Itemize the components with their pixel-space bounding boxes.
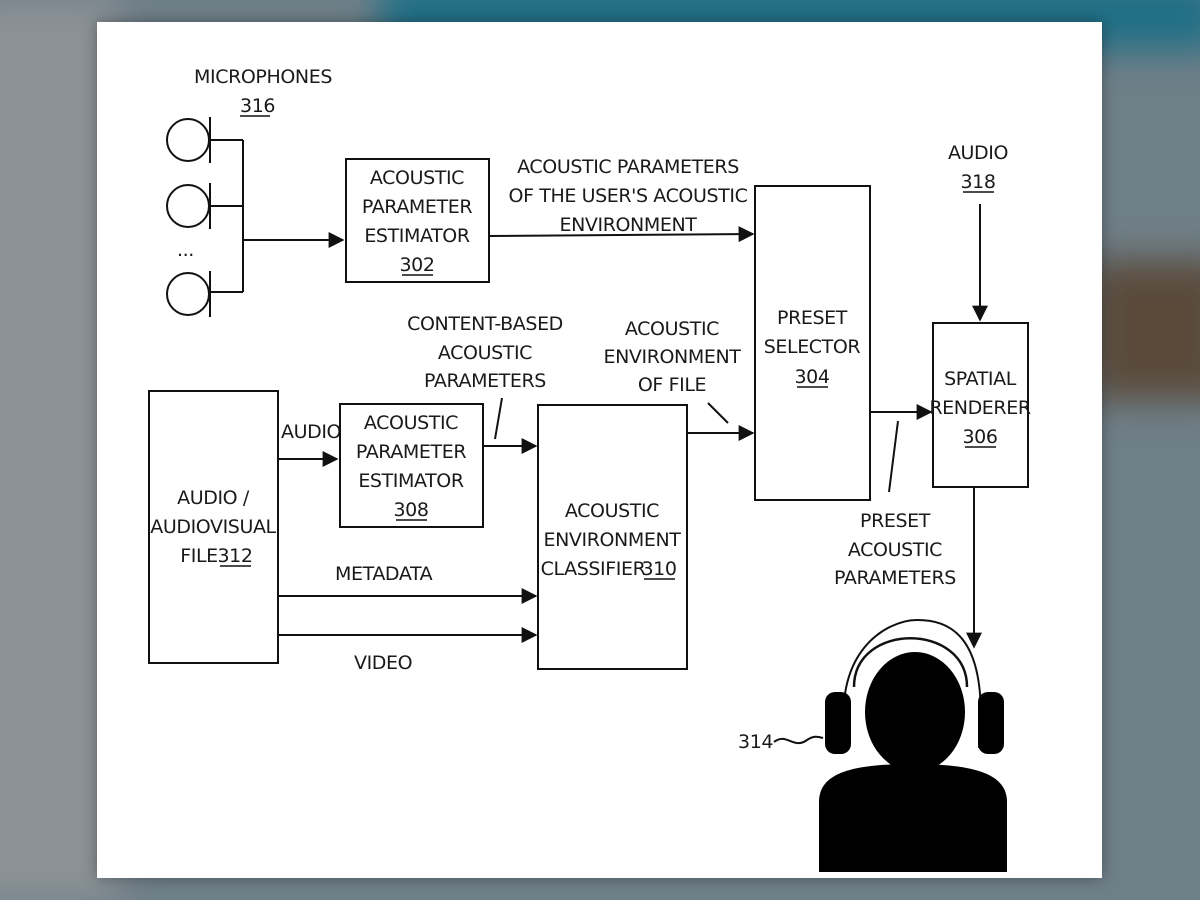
svg-text:OF FILE: OF FILE bbox=[638, 374, 706, 396]
classifier-ref: 310 bbox=[641, 558, 676, 580]
svg-text:OF THE USER'S ACOUSTIC: OF THE USER'S ACOUSTIC bbox=[509, 185, 748, 207]
svg-text:ACOUSTIC PARAMETERS: ACOUSTIC PARAMETERS bbox=[517, 156, 739, 178]
metadata-label: METADATA bbox=[335, 563, 433, 585]
microphones-label: MICROPHONES bbox=[194, 66, 332, 88]
acoustic-environment-of-file-label: ACOUSTIC ENVIRONMENT OF FILE bbox=[603, 318, 741, 396]
svg-text:PARAMETERS: PARAMETERS bbox=[834, 567, 956, 589]
microphones-group: MICROPHONES 316 ... bbox=[166, 66, 345, 317]
audio-318-ref: 318 bbox=[960, 171, 995, 193]
spatial-renderer-ref: 306 bbox=[962, 426, 997, 448]
preset-selector-line2: SELECTOR bbox=[764, 336, 861, 358]
microphones-ref: 316 bbox=[240, 95, 275, 117]
block-diagram: MICROPHONES 316 ... ACOUSTIC PARAMETER E… bbox=[148, 66, 1031, 872]
av-file-ref: 312 bbox=[217, 545, 252, 567]
svg-text:CONTENT-BASED: CONTENT-BASED bbox=[407, 313, 563, 335]
estimator-302-line3: ESTIMATOR bbox=[364, 225, 470, 247]
estimator-308-line1: ACOUSTIC bbox=[364, 412, 458, 434]
classifier-line1: ACOUSTIC bbox=[565, 500, 659, 522]
audio-318-input: AUDIO 318 bbox=[948, 142, 1008, 322]
diagram-sheet: MICROPHONES 316 ... ACOUSTIC PARAMETER E… bbox=[97, 22, 1102, 878]
content-based-parameters-label: CONTENT-BASED ACOUSTIC PARAMETERS bbox=[407, 313, 563, 392]
acoustic-parameter-estimator-308: ACOUSTIC PARAMETER ESTIMATOR 308 bbox=[339, 403, 484, 528]
audio-branch-label: AUDIO bbox=[281, 421, 341, 443]
av-file-line1: AUDIO / bbox=[177, 487, 250, 509]
classifier-line3: CLASSIFIER bbox=[541, 558, 646, 580]
audio-318-label: AUDIO bbox=[948, 142, 1008, 164]
video-label: VIDEO bbox=[354, 652, 412, 674]
listener-headphones-icon bbox=[819, 618, 1007, 872]
svg-text:ACOUSTIC: ACOUSTIC bbox=[848, 539, 942, 561]
av-file-line3: FILE bbox=[180, 545, 218, 567]
background-brown-band bbox=[1090, 260, 1200, 400]
acoustic-parameter-estimator-302: ACOUSTIC PARAMETER ESTIMATOR 302 bbox=[345, 158, 490, 283]
microphone-icon bbox=[166, 117, 211, 163]
listener-leader-line bbox=[773, 735, 824, 745]
svg-text:ACOUSTIC: ACOUSTIC bbox=[438, 342, 532, 364]
preset-selector-line1: PRESET bbox=[777, 307, 848, 329]
svg-text:ENVIRONMENT: ENVIRONMENT bbox=[603, 346, 741, 368]
av-file-line2: AUDIOVISUAL bbox=[150, 516, 276, 538]
preset-acoustic-parameters-label: PRESET ACOUSTIC PARAMETERS bbox=[834, 510, 956, 589]
preset-selector-304: PRESET SELECTOR 304 bbox=[754, 185, 871, 501]
spatial-renderer-line2: RENDERER bbox=[929, 397, 1030, 419]
listener-ref: 314 bbox=[738, 731, 773, 753]
preset-selector-ref: 304 bbox=[794, 366, 829, 388]
svg-text:PRESET: PRESET bbox=[860, 510, 931, 532]
microphone-ellipsis: ... bbox=[177, 239, 194, 261]
audiovisual-file-312: AUDIO / AUDIOVISUAL FILE 312 bbox=[148, 390, 279, 664]
estimator-308-line2: PARAMETER bbox=[356, 441, 466, 463]
acoustic-environment-classifier-310: ACOUSTIC ENVIRONMENT CLASSIFIER 310 bbox=[537, 404, 688, 670]
classifier-line2: ENVIRONMENT bbox=[543, 529, 681, 551]
estimator-308-ref: 308 bbox=[393, 499, 428, 521]
estimator-308-line3: ESTIMATOR bbox=[358, 470, 464, 492]
estimator-302-ref: 302 bbox=[399, 254, 434, 276]
estimator-302-line1: ACOUSTIC bbox=[370, 167, 464, 189]
svg-text:ENVIRONMENT: ENVIRONMENT bbox=[559, 214, 697, 236]
spatial-renderer-line1: SPATIAL bbox=[944, 368, 1017, 390]
estimator-302-line2: PARAMETER bbox=[362, 196, 472, 218]
svg-text:PARAMETERS: PARAMETERS bbox=[424, 370, 546, 392]
microphone-icon bbox=[166, 271, 211, 317]
microphone-icon bbox=[166, 183, 211, 229]
spatial-renderer-306: SPATIAL RENDERER 306 bbox=[929, 322, 1031, 488]
svg-text:ACOUSTIC: ACOUSTIC bbox=[625, 318, 719, 340]
user-acoustic-parameters-label: ACOUSTIC PARAMETERS OF THE USER'S ACOUST… bbox=[509, 156, 748, 236]
